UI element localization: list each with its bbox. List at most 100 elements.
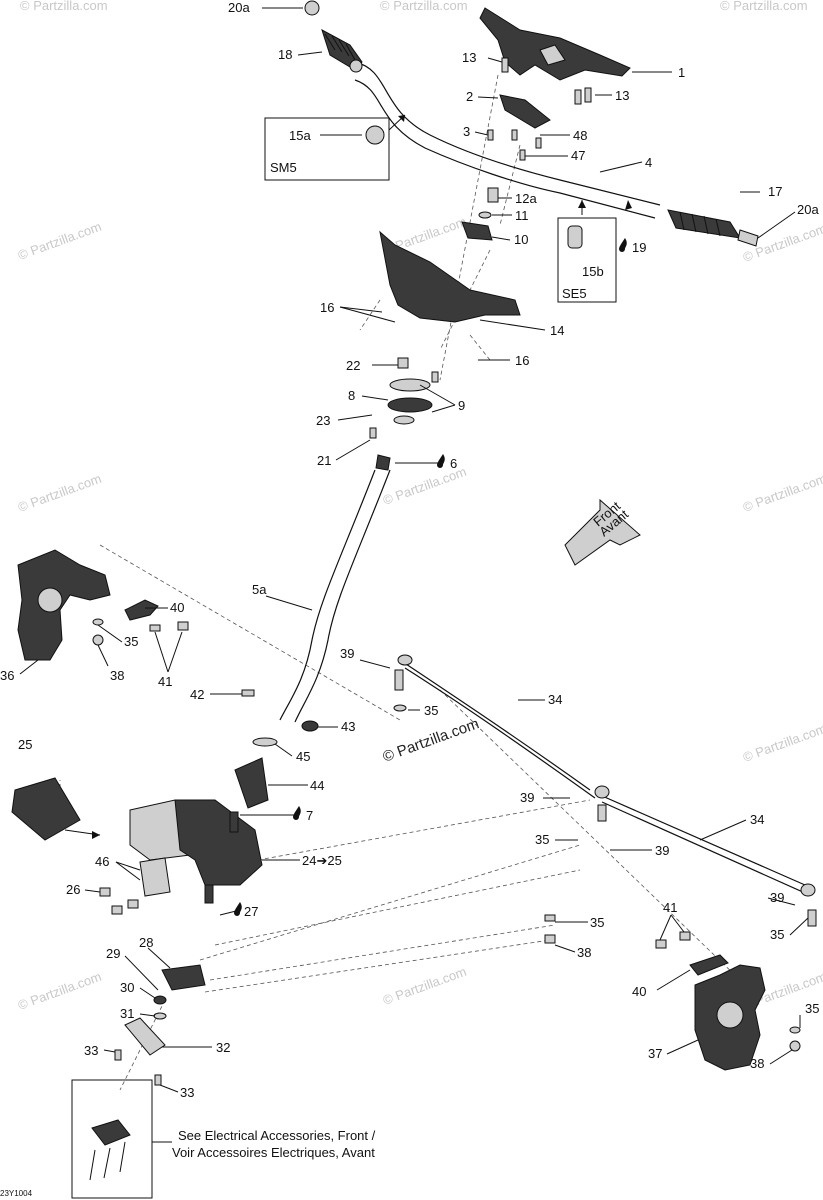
electrical-accessories-box: See Electrical Accessories, Front / Voir…: [71, 1079, 376, 1199]
right-knuckle: [544, 914, 801, 1071]
watermark-text: © Partzilla.com: [380, 0, 468, 13]
drawing-code: 23Y1004: [0, 1189, 33, 1198]
assembly-lines: [59, 74, 741, 1091]
label-14: 14: [550, 323, 564, 338]
label-17: 17: [768, 184, 782, 199]
label-20a: 20a: [228, 0, 250, 15]
label-36: 36: [0, 668, 14, 683]
leader-lines: [19, 7, 809, 1093]
label-3: 3: [463, 124, 470, 139]
watermark-text: © Partzilla.com: [741, 471, 823, 515]
label-22: 22: [346, 358, 360, 373]
label-31: 31: [120, 1006, 134, 1021]
label-32: 32: [216, 1040, 230, 1055]
watermark-text: © Partzilla.com: [741, 721, 823, 765]
watermark-text: © Partzilla.com: [720, 0, 808, 13]
label-16: 16: [320, 300, 334, 315]
label-16: 16: [515, 353, 529, 368]
label-29: 29: [106, 946, 120, 961]
label-41: 41: [158, 674, 172, 689]
label-34: 34: [750, 812, 764, 827]
label-sm5: SM5: [270, 160, 297, 175]
watermark-text: © Partzilla.com: [16, 219, 103, 263]
label-10: 10: [514, 232, 528, 247]
label-21: 21: [317, 453, 331, 468]
label-23: 23: [316, 413, 330, 428]
handlebar: [354, 61, 661, 219]
column-top-parts: [369, 357, 439, 471]
label-35: 35: [770, 927, 784, 942]
label-43: 43: [341, 719, 355, 734]
label-46: 46: [95, 854, 109, 869]
label-35: 35: [590, 915, 604, 930]
direction-arrows: [92, 115, 632, 839]
label-33: 33: [180, 1085, 194, 1100]
label-28: 28: [139, 935, 153, 950]
label-39: 39: [340, 646, 354, 661]
label-20a: 20a: [797, 202, 819, 217]
label-1: 1: [678, 65, 685, 80]
lower-clamp: [499, 94, 551, 129]
power-steering-unit: [129, 799, 263, 904]
bolts-upper: [487, 57, 592, 161]
label-38: 38: [577, 945, 591, 960]
label-47: 47: [571, 148, 585, 163]
label-8: 8: [348, 388, 355, 403]
label-24-25: 24➔25: [302, 853, 342, 868]
label-38: 38: [110, 668, 124, 683]
drop-icon: [234, 902, 242, 916]
label-15b: 15b: [582, 264, 604, 279]
drop-icon: [437, 454, 445, 468]
lower-column-parts: [114, 964, 206, 1086]
label-35: 35: [805, 1001, 819, 1016]
watermark-text: © Partzilla.com: [16, 471, 103, 515]
watermark-center: © Partzilla.com: [381, 715, 482, 766]
label-45: 45: [296, 749, 310, 764]
label-6: 6: [450, 456, 457, 471]
label-18: 18: [278, 47, 292, 62]
front-arrow: Front Avant: [564, 498, 641, 566]
label-11: 11: [515, 208, 529, 223]
label-4: 4: [645, 155, 652, 170]
label-44: 44: [310, 778, 324, 793]
note-line-2: Voir Accessoires Electriques, Avant: [172, 1145, 375, 1160]
label-13: 13: [462, 50, 476, 65]
label-19: 19: [632, 240, 646, 255]
tie-rods: [393, 654, 817, 927]
label-se5: SE5: [562, 286, 587, 301]
label-39: 39: [520, 790, 534, 805]
label-27: 27: [244, 904, 258, 919]
label-42: 42: [190, 687, 204, 702]
drop-icon: [293, 806, 301, 820]
label-15a: 15a: [289, 128, 311, 143]
handlebar-clamp: [479, 7, 631, 81]
watermark-text: © Partzilla.com: [16, 969, 103, 1013]
label-35: 35: [535, 832, 549, 847]
right-grip: [667, 209, 759, 247]
drop-icon: [619, 238, 627, 252]
label-35: 35: [124, 634, 138, 649]
label-48: 48: [573, 128, 587, 143]
watermarks: © Partzilla.com © Partzilla.com © Partzi…: [16, 0, 823, 1013]
label-2: 2: [466, 89, 473, 104]
label-41: 41: [663, 900, 677, 915]
label-35: 35: [424, 703, 438, 718]
label-9: 9: [458, 398, 465, 413]
label-26: 26: [66, 882, 80, 897]
label-40: 40: [632, 984, 646, 999]
left-knuckle: [17, 549, 189, 661]
label-7: 7: [306, 808, 313, 823]
bracket-46: [99, 857, 171, 915]
label-25: 25: [18, 737, 32, 752]
drop-icons: [234, 238, 627, 916]
label-12a: 12a: [515, 191, 537, 206]
watermark-text: © Partzilla.com: [381, 964, 468, 1008]
label-38: 38: [750, 1056, 764, 1071]
note-line-1: See Electrical Accessories, Front /: [178, 1128, 376, 1143]
label-34: 34: [548, 692, 562, 707]
label-39: 39: [770, 890, 784, 905]
label-39: 39: [655, 843, 669, 858]
